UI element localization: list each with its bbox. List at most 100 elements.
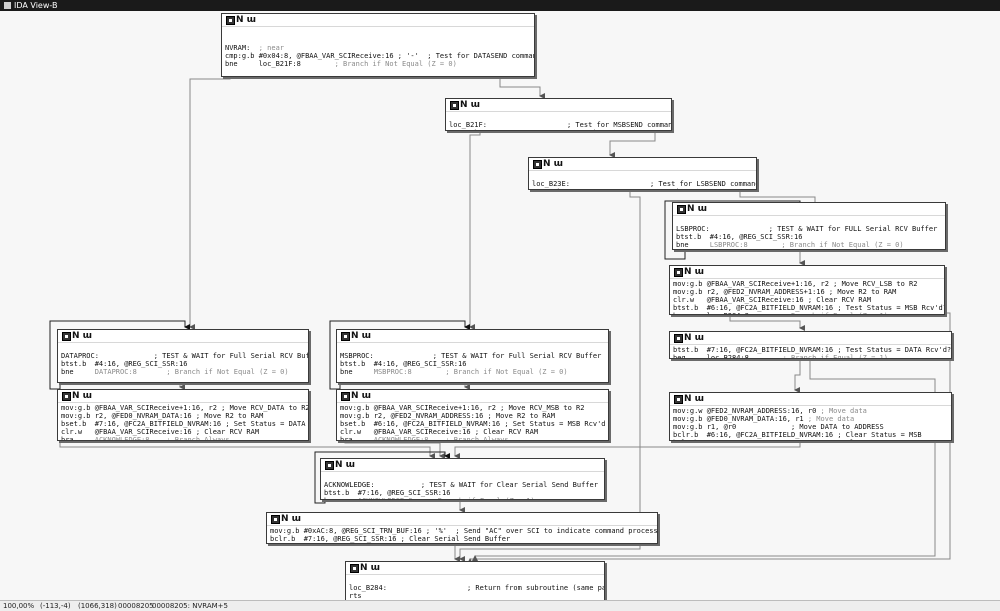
asm-line[interactable]: bset.b #7:16, @FC2A_BITFIELD_NVRAM:16 ; … (61, 420, 306, 428)
graph-node-n12[interactable]: N ɯ ACKNOWLEDGE: ; TEST & WAIT for Clear … (320, 458, 605, 500)
graph-node-n8[interactable]: N ɯ DATAPROC: ; TEST & WAIT for Full Seri… (57, 329, 309, 383)
graph-node-n3[interactable]: N ɯ loc_B23E: ; Test for LSBSEND commandc… (528, 157, 757, 190)
asm-line[interactable]: btst.b #4:16, @REG_SCI_SSR:16 (61, 360, 306, 368)
asm-line[interactable]: mov:g.b @FED0_NVRAM_DATA:16, r1 ; Move d… (673, 415, 949, 423)
asm-line[interactable]: btst.b #4:16, @REG_SCI_SSR:16 (340, 360, 606, 368)
node-collapse-icon[interactable] (674, 268, 683, 277)
asm-line[interactable] (449, 113, 669, 121)
asm-line[interactable]: cmp:g.b #0x02:8, @FBAA_VAR_SCIReceive:16… (532, 188, 754, 189)
asm-line[interactable] (324, 473, 602, 481)
node-header[interactable]: N ɯ (670, 332, 951, 345)
node-header[interactable]: N ɯ (337, 390, 608, 403)
asm-line[interactable]: bne MSBPROC:8 ; Branch if Not Equal (Z =… (340, 368, 606, 376)
asm-line[interactable]: bclr.b #7:16, @FC2A_BITFIELD_NVRAM:16 ; … (673, 439, 949, 440)
asm-line[interactable]: bne LSBPROC:8 ; Branch if Not Equal (Z =… (676, 241, 943, 249)
asm-line[interactable]: btst.b #7:16, @REG_SCI_SSR:16 (324, 489, 602, 497)
asm-line[interactable]: mov:g.b @FBAA_VAR_SCIReceive+1:16, r2 ; … (673, 280, 942, 288)
node-header[interactable]: N ɯ (58, 390, 308, 403)
node-header[interactable]: N ɯ (673, 203, 945, 216)
node-collapse-icon[interactable] (62, 332, 71, 341)
node-collapse-icon[interactable] (341, 392, 350, 401)
asm-line[interactable]: rts (349, 592, 602, 600)
node-header[interactable]: N ɯ (446, 99, 671, 112)
asm-line[interactable]: btst.b #6:16, @FC2A_BITFIELD_NVRAM:16 ; … (673, 304, 944, 312)
asm-line[interactable]: LSBPROC: ; TEST & WAIT for FULL Serial R… (676, 225, 943, 233)
asm-line[interactable]: beq ACKNOWLEDGE:8 ; Branch if Equal (Z =… (324, 497, 602, 499)
node-collapse-icon[interactable] (533, 160, 542, 169)
asm-line[interactable]: mov:g.w @FED2_NVRAM_ADDRESS:16, r0 ; Mov… (673, 407, 949, 415)
asm-line[interactable]: bra ACKNOWLEDGE:8 ; Branch Always (61, 436, 306, 441)
asm-line[interactable] (225, 28, 532, 36)
asm-line[interactable]: bne DATAPROC:8 ; Branch if Not Equal (Z … (61, 368, 306, 376)
node-header[interactable]: N ɯ (670, 393, 951, 406)
asm-line[interactable]: mov:g.b r2, @FED2_NVRAM_ADDRESS+1:16 ; M… (673, 288, 942, 296)
asm-line[interactable]: bclr.b #6:16, @FC2A_BITFIELD_NVRAM:16 ; … (673, 431, 949, 439)
node-collapse-icon[interactable] (226, 16, 235, 25)
node-collapse-icon[interactable] (341, 332, 350, 341)
asm-line[interactable]: bclr.b #7:16, @REG_SCI_SSR:16 ; Clear Se… (270, 535, 655, 543)
asm-line[interactable] (532, 172, 754, 180)
asm-line[interactable]: cmp:g.b #0x04:8, @FBAA_VAR_SCIReceive:16… (225, 52, 534, 60)
node-header[interactable]: N ɯ (346, 562, 604, 575)
node-header[interactable]: N ɯ (222, 14, 534, 27)
graph-node-n9[interactable]: N ɯ MSBPROC: ; TEST & WAIT for Full Seria… (336, 329, 609, 383)
asm-line[interactable]: loc_B21F: ; Test for MSBSEND command (449, 121, 671, 129)
node-header[interactable]: N ɯ (267, 513, 657, 526)
asm-line[interactable]: bset.b #6:16, @FC2A_BITFIELD_NVRAM:16 ; … (340, 420, 606, 428)
asm-line[interactable]: loc_B284: ; Return from subroutine (same… (349, 584, 604, 592)
asm-line[interactable]: bne loc_B21F:8 ; Branch if Not Equal (Z … (225, 60, 532, 68)
node-header[interactable]: N ɯ (337, 330, 608, 343)
asm-line[interactable]: loc_B23E: ; Test for LSBSEND command (532, 180, 756, 188)
asm-line[interactable]: bra ACKNOWLEDGE:8 ; Branch Always (340, 436, 606, 440)
asm-line[interactable]: clr.w @FBAA_VAR_SCIReceive:16 ; Clear RC… (61, 428, 306, 436)
asm-line[interactable] (340, 344, 606, 352)
node-collapse-icon[interactable] (325, 461, 334, 470)
asm-line[interactable]: ACKNOWLEDGE: ; TEST & WAIT for Clear Ser… (324, 481, 602, 489)
node-header[interactable]: N ɯ (321, 459, 604, 472)
asm-line[interactable]: btst.b #4:16, @REG_SCI_SSR:16 (676, 233, 943, 241)
asm-line[interactable]: MSBPROC: ; TEST & WAIT for Full Serial R… (340, 352, 606, 360)
asm-line[interactable]: beq loc_B284:8 ; Branch if Equal (Z = 1) (673, 312, 942, 314)
asm-line[interactable]: mov:g.b #0xAC:8, @REG_SCI_TRN_BUF:16 ; '… (270, 527, 657, 535)
asm-line[interactable]: mov:g.b r2, @FED0_NVRAM_DATA:16 ; Move R… (61, 412, 306, 420)
asm-line[interactable]: btst.b #7:16, @FC2A_BITFIELD_NVRAM:16 ; … (673, 346, 951, 354)
asm-line[interactable]: mov:g.b r2, @FED2_NVRAM_ADDRESS:16 ; Mov… (340, 412, 606, 420)
node-header[interactable]: N ɯ (58, 330, 308, 343)
asm-line[interactable]: clr.w @FBAA_VAR_SCIReceive:16 ; Clear RC… (673, 296, 942, 304)
asm-line[interactable]: mov:g.b @FBAA_VAR_SCIReceive+1:16, r2 ; … (61, 404, 308, 412)
node-collapse-icon[interactable] (271, 515, 280, 524)
node-collapse-icon[interactable] (62, 392, 71, 401)
asm-line[interactable]: NVRAM: ; near (225, 44, 532, 52)
asm-line[interactable]: clr.w @FBAA_VAR_SCIReceive:16 ; Clear RC… (340, 428, 606, 436)
node-collapse-icon[interactable] (674, 395, 683, 404)
node-collapse-icon[interactable] (450, 101, 459, 110)
asm-line[interactable]: DATAPROC: ; TEST & WAIT for Full Serial … (61, 352, 308, 360)
asm-line[interactable]: mov:g.b @FBAA_VAR_SCIReceive+1:16, r2 ; … (340, 404, 606, 412)
node-header[interactable]: N ɯ (670, 266, 944, 279)
node-collapse-icon[interactable] (677, 205, 686, 214)
graph-node-n4[interactable]: N ɯ LSBPROC: ; TEST & WAIT for FULL Seria… (672, 202, 946, 250)
asm-line[interactable] (349, 576, 602, 584)
node-collapse-icon[interactable] (350, 564, 359, 573)
edge-n10-n12 (59, 439, 435, 459)
asm-line[interactable] (225, 36, 532, 44)
asm-line[interactable] (61, 344, 306, 352)
asm-code: rts (349, 592, 362, 600)
asm-line[interactable]: beq loc_B284:8 ; Branch if Equal (Z = 1) (673, 354, 949, 358)
node-collapse-icon[interactable] (674, 334, 683, 343)
asm-line[interactable] (676, 217, 943, 225)
asm-code: bra (61, 436, 74, 441)
graph-node-n2[interactable]: N ɯ loc_B21F: ; Test for MSBSEND commandc… (445, 98, 672, 131)
asm-code: mov:g.b @FBAA_VAR_SCIReceive+1:16, r2 ; … (340, 404, 585, 412)
node-header[interactable]: N ɯ (529, 158, 756, 171)
asm-line[interactable]: cmp:g.b #0x01:8, @FBAA_VAR_SCIReceive:16… (449, 129, 669, 130)
asm-line[interactable]: mov:g.b r1, @r0 ; Move DATA to ADDRESS (673, 423, 949, 431)
